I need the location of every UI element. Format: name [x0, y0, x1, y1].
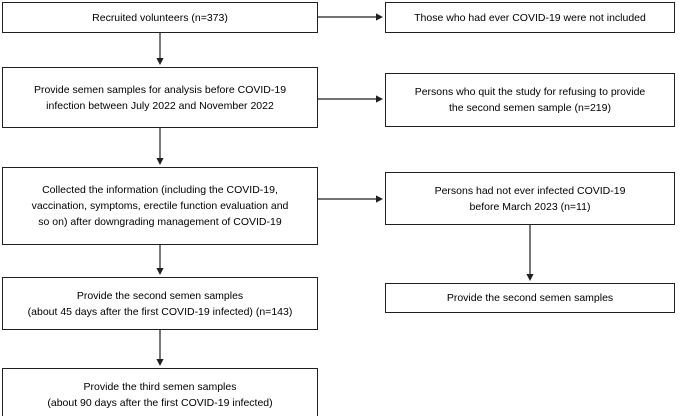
quit-study-box: Persons who quit the study for refusing …	[385, 73, 675, 127]
second-semen-samples-box: Provide the second semen samples (about 4…	[2, 277, 318, 330]
connector-second-semen-to-third-semen	[152, 322, 168, 374]
third-semen-samples-box: Provide the third semen samples (about 90…	[2, 368, 318, 416]
connector-first-semen-to-quit-study	[310, 91, 391, 107]
node-label: Provide the second semen samples	[392, 290, 668, 306]
connector-recruited-to-first-semen	[152, 25, 168, 73]
recruited-volunteers-box: Recruited volunteers (n=373)	[2, 2, 318, 33]
first-semen-sample-box: Provide semen samples for analysis befor…	[2, 67, 318, 128]
excluded-ever-covid-box: Those who had ever COVID-19 were not inc…	[385, 2, 675, 33]
node-label-line: Recruited volunteers (n=373)	[92, 11, 228, 24]
node-label-line: Persons who quit the study for refusing …	[414, 86, 646, 98]
arrowhead	[526, 274, 534, 281]
connector-collected-info-to-second-semen	[152, 237, 168, 283]
arrowhead	[376, 95, 383, 103]
arrowhead	[156, 268, 164, 275]
node-label-line: Collected the information (including the…	[42, 184, 278, 196]
node-label: Persons had not ever infected COVID-19 be…	[392, 183, 668, 215]
node-label-line: Provide semen samples for analysis befor…	[33, 83, 287, 96]
arrowhead	[376, 13, 383, 21]
node-label-line: before March 2023 (n=11)	[469, 200, 591, 213]
arrowhead	[156, 359, 164, 366]
node-label-line: infection between July 2022 and November…	[46, 99, 274, 112]
arrowhead	[376, 195, 383, 203]
node-label: Persons who quit the study for refusing …	[392, 84, 668, 116]
node-label: Collected the information (including the…	[9, 182, 311, 230]
node-label: Provide the third semen samples (about 90…	[9, 379, 311, 411]
node-label-line: vaccination, symptoms, erectile function…	[31, 200, 289, 212]
connector-first-semen-to-collected-info	[152, 120, 168, 173]
arrowhead	[156, 58, 164, 65]
node-label-line: Those who had ever COVID-19 were not inc…	[414, 11, 646, 24]
node-label: Those who had ever COVID-19 were not inc…	[392, 10, 668, 26]
not-ever-infected-box: Persons had not ever infected COVID-19 be…	[385, 172, 675, 225]
node-label-line: (about 90 days after the first COVID-19 …	[47, 396, 273, 409]
node-label-line: so on) after downgrading management of C…	[38, 216, 282, 228]
node-label-line: (about 45 days after the first COVID-19 …	[27, 305, 293, 318]
connector-not-infected-to-second-semen-right	[522, 217, 538, 289]
node-label-line: Persons had not ever infected COVID-19	[434, 184, 626, 197]
connector-recruited-to-excluded	[310, 9, 391, 25]
node-label-line: Provide the third semen samples	[83, 380, 237, 393]
node-label-line: Provide the second semen samples	[446, 292, 614, 304]
second-semen-samples-right-box: Provide the second semen samples	[385, 283, 675, 313]
node-label-line: the second semen sample (n=219)	[449, 102, 611, 114]
node-label: Recruited volunteers (n=373)	[9, 10, 311, 26]
collected-information-box: Collected the information (including the…	[2, 167, 318, 245]
node-label-line: Provide the second semen samples	[76, 289, 244, 302]
node-label: Provide the second semen samples (about 4…	[9, 288, 311, 320]
arrowhead	[156, 158, 164, 165]
node-label: Provide semen samples for analysis befor…	[9, 82, 311, 114]
connector-collected-info-to-not-infected	[310, 191, 391, 207]
